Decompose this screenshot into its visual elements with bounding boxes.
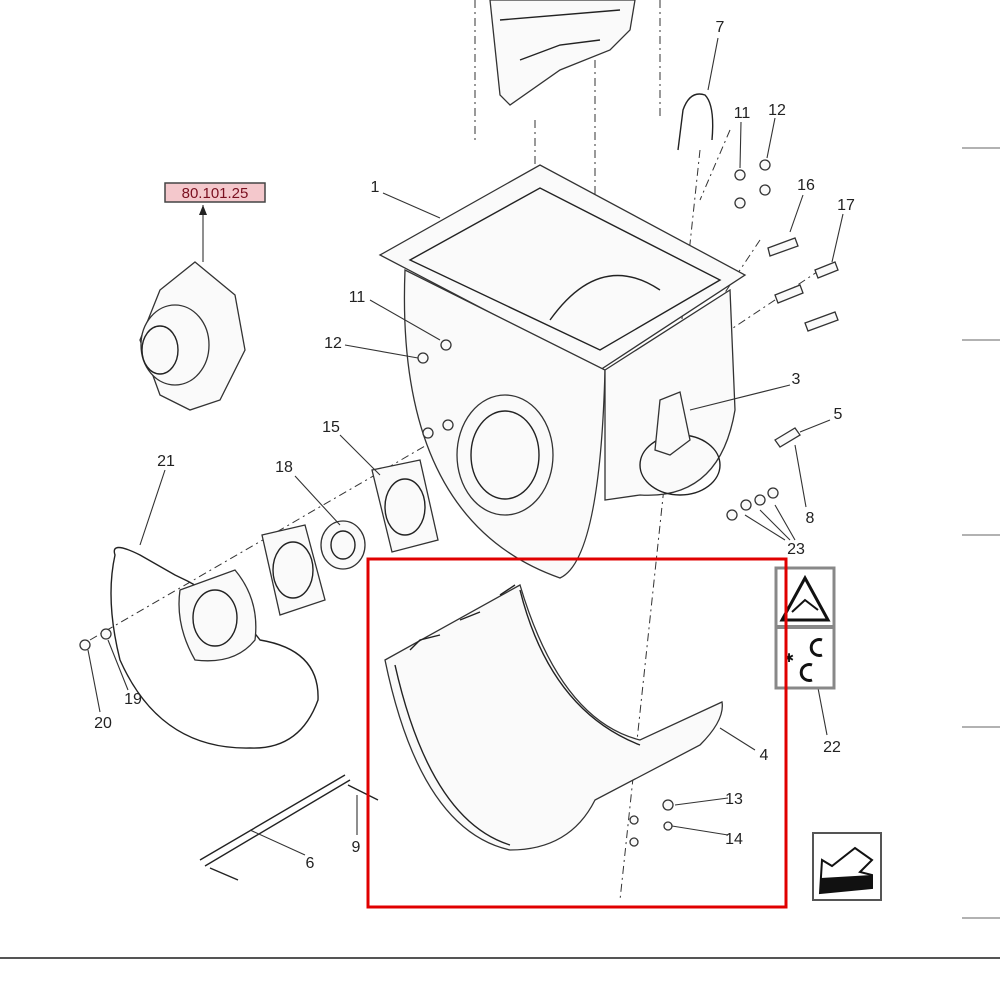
callout-18: 18 [275,459,293,476]
callout-5: 5 [834,406,843,423]
callout-21: 21 [157,453,175,470]
callout-14: 14 [725,831,743,848]
callout-9: 9 [352,839,361,856]
callout-17: 17 [837,197,855,214]
bearing-flanges [261,459,439,616]
callout-1: 1 [371,179,380,196]
callout-23: 23 [787,541,805,558]
reference-tag-label: 80.101.25 [182,185,249,202]
callout-11: 11 [734,105,751,122]
callout-8: 8 [806,510,815,527]
leader-lines [87,37,844,856]
fasteners [79,159,839,847]
rotating-hazard-icon [799,638,823,682]
callout-12: 12 [768,102,786,119]
callout-7: 7 [716,19,725,36]
callout-20: 20 [94,715,112,732]
lower-shield-part-4 [384,584,723,851]
callout-6: 6 [306,855,315,872]
callout-3: 3 [792,371,801,388]
fan-housing [378,164,747,579]
upper-bracket [489,0,636,106]
callout-11b: 11 [349,289,366,306]
callout-12b: 12 [324,335,342,352]
margin-rules [0,147,1000,959]
rod-and-pin [199,774,379,881]
highlight-box [366,557,788,909]
callout-19: 19 [124,691,142,708]
previous-page-arrow-button[interactable] [812,832,882,901]
shroud-ring [110,546,319,749]
reference-tag-80-101-25[interactable]: 80.101.25 [164,182,266,203]
warning-triangle-icon [779,574,831,622]
callout-numbers: 7 11 12 16 17 1 11 12 3 5 15 18 21 8 23 … [94,19,855,872]
callout-13: 13 [725,791,743,808]
callout-15: 15 [322,419,340,436]
svg-text:✱: ✱ [784,651,794,665]
callout-4: 4 [760,747,769,764]
callout-16: 16 [797,177,815,194]
bearing-reference-part [139,205,246,411]
callout-22: 22 [823,739,841,756]
u-bolt [677,93,714,151]
